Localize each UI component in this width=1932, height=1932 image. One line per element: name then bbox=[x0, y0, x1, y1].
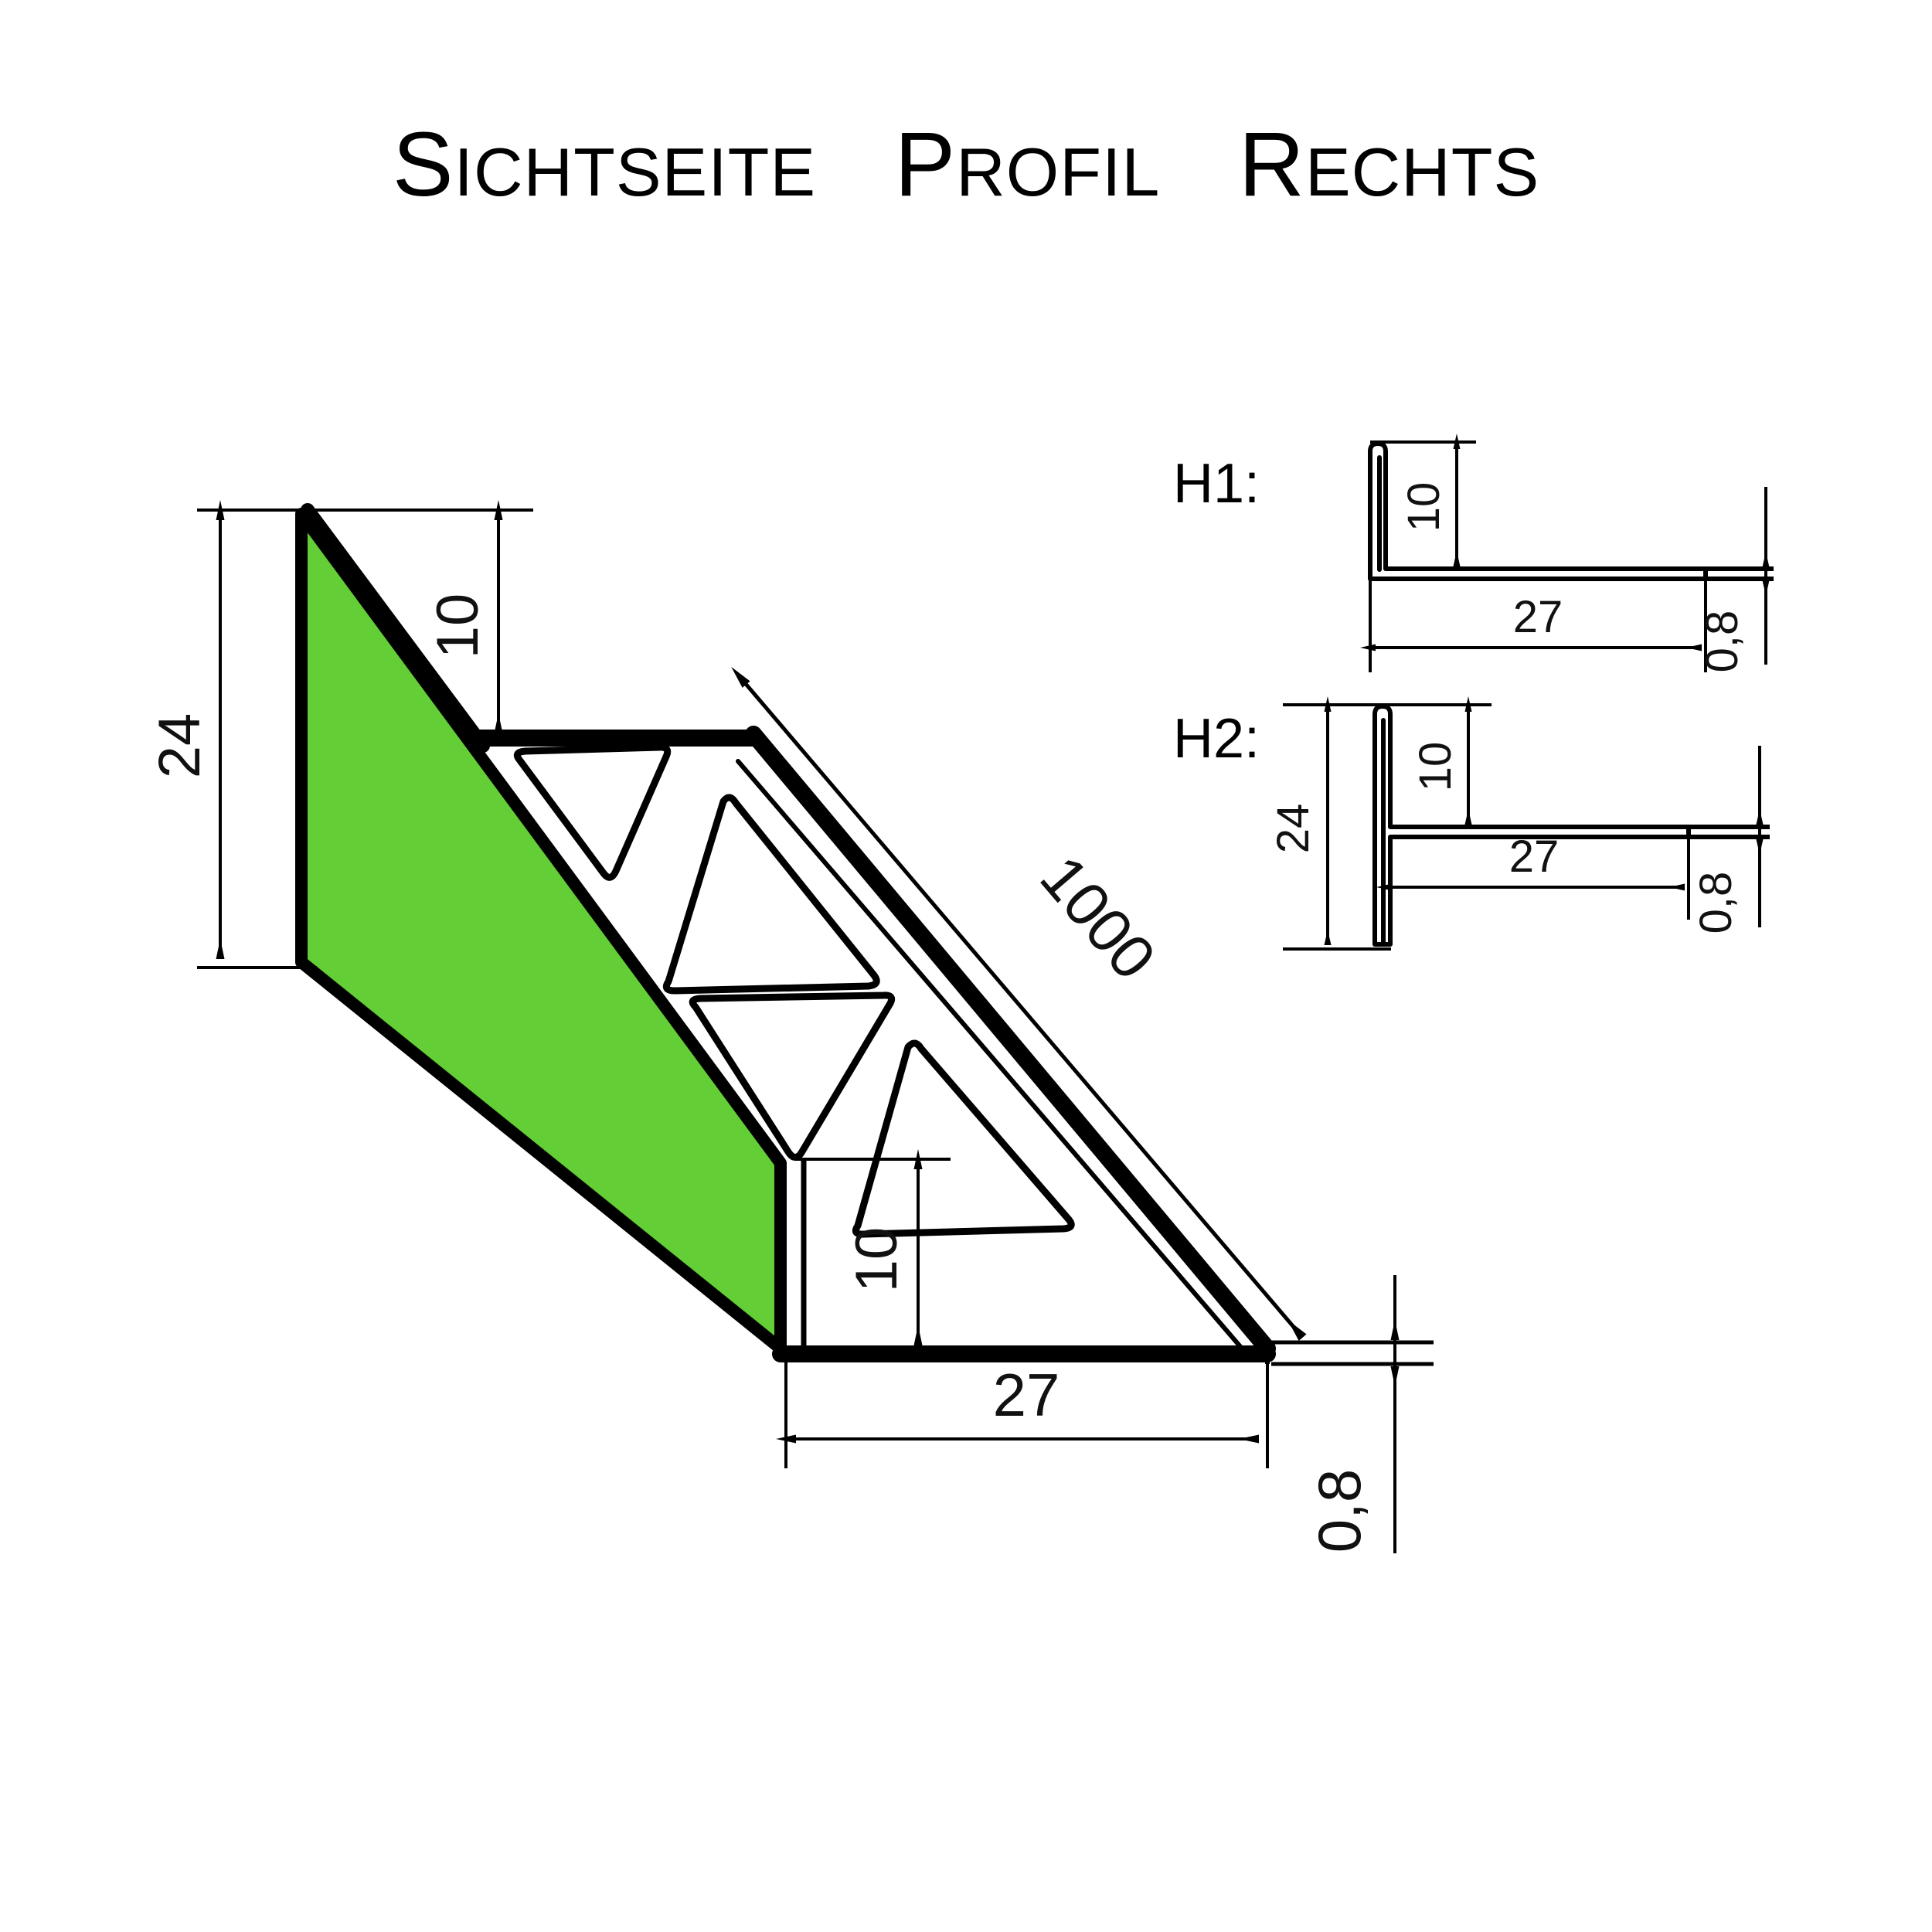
detail-h1: H1: 10 27 bbox=[1173, 434, 1774, 673]
h1-dim-label-10: 10 bbox=[1399, 482, 1449, 532]
h2-dim-label-10: 10 bbox=[1410, 742, 1461, 792]
h1-outer-path bbox=[1368, 441, 1708, 581]
h2-dim-label-08: 0,8 bbox=[1691, 872, 1741, 934]
dim-upstand-10-bottom: 10 bbox=[796, 1149, 951, 1345]
h2-dim-label-24: 24 bbox=[1268, 804, 1318, 854]
title-word-1-rest: ICHTSEITE bbox=[454, 134, 817, 210]
h2-dim-27: 27 bbox=[1376, 832, 1690, 920]
h1-dim-label-08: 0,8 bbox=[1697, 611, 1747, 673]
dim-label-24: 24 bbox=[147, 713, 213, 779]
title-word-3-initial: R bbox=[1238, 114, 1305, 216]
h1-dim-27: 27 bbox=[1360, 579, 1707, 672]
flange-far-edge-outer bbox=[745, 726, 1276, 1357]
detail-h2-label: H2: bbox=[1173, 708, 1260, 770]
perforation-triangle bbox=[513, 743, 672, 881]
dim-label-10-bottom: 10 bbox=[844, 1227, 910, 1293]
h1-dim-08: 0,8 bbox=[1697, 487, 1770, 673]
title-word-2-initial: P bbox=[894, 114, 957, 216]
dim-label-1000: 1000 bbox=[1027, 843, 1168, 992]
detail-h1-label: H1: bbox=[1173, 453, 1260, 515]
h2-dim-08: 0,8 bbox=[1691, 746, 1764, 934]
dim-length-1000: 1000 bbox=[731, 666, 1307, 1341]
page-title: SICHTSEITE PROFIL RECHTS bbox=[0, 112, 1932, 217]
h2-dim-label-27: 27 bbox=[1509, 832, 1560, 882]
dim-height-24: 24 bbox=[147, 500, 325, 969]
upstand-top-edge bbox=[301, 503, 490, 753]
title-word-2-rest: ROFIL bbox=[956, 134, 1161, 210]
h2-outer-path bbox=[1372, 704, 1691, 947]
dim-label-08: 0,8 bbox=[1305, 1469, 1373, 1553]
dim-line bbox=[731, 666, 1307, 1341]
detail-h2: H2: 24 10 bbox=[1173, 696, 1770, 951]
flange-far-edge-inner bbox=[736, 759, 1254, 1362]
dim-base-27: 27 bbox=[776, 1361, 1269, 1468]
h2-dim-10: 10 bbox=[1390, 696, 1492, 825]
title-word-2: PROFIL bbox=[894, 114, 1160, 216]
perforation-triangle bbox=[662, 794, 880, 995]
h2-dim-24: 24 bbox=[1268, 696, 1391, 951]
h1-dim-label-27: 27 bbox=[1513, 592, 1563, 642]
h1-profile-outline bbox=[1368, 441, 1708, 581]
dim-upstand-10-top: 10 bbox=[325, 500, 533, 733]
visible-face-green bbox=[301, 514, 781, 1349]
h1-dim-10: 10 bbox=[1370, 434, 1476, 566]
title-word-3-rest: ECHTS bbox=[1304, 134, 1540, 210]
dim-thickness-08: 0,8 bbox=[1271, 1275, 1434, 1553]
dim-label-10-top: 10 bbox=[425, 594, 491, 659]
dim-label-27: 27 bbox=[993, 1361, 1060, 1429]
h2-profile-outline bbox=[1372, 704, 1691, 947]
title-word-1-initial: S bbox=[392, 114, 454, 216]
title-word-1: SICHTSEITE bbox=[393, 114, 816, 216]
title-word-3: RECHTS bbox=[1239, 114, 1539, 216]
